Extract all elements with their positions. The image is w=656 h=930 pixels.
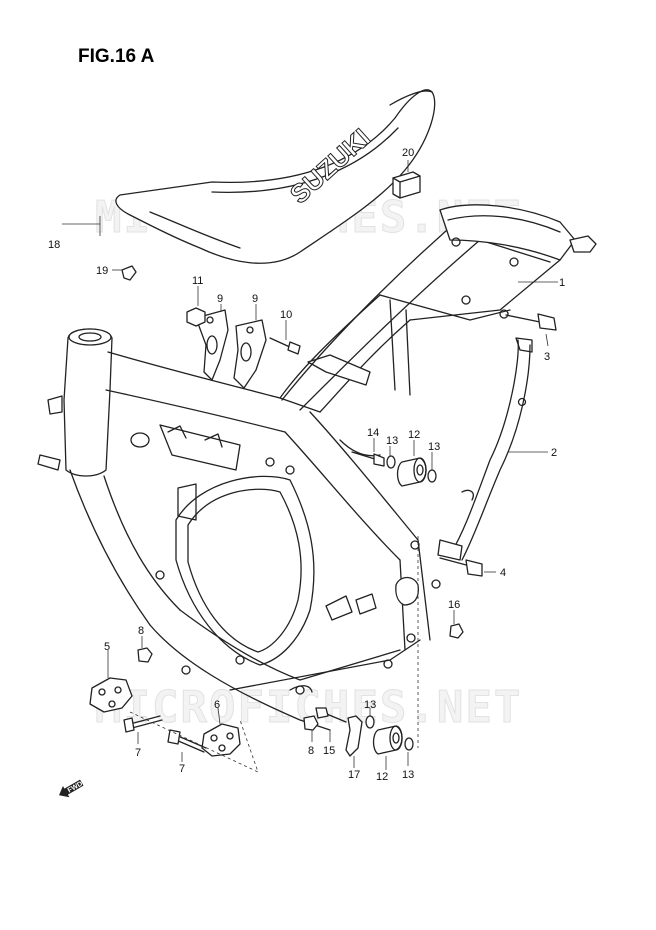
engine-mount-plate-6 <box>201 723 241 757</box>
callout-20: 20 <box>402 147 414 159</box>
fitting <box>392 171 421 199</box>
watermark-bottom: MICROFICHES.NET <box>95 682 522 733</box>
callout-7-right: 7 <box>179 763 185 775</box>
leader-lines <box>62 160 558 773</box>
clamp-17 <box>345 715 363 757</box>
callout-15: 15 <box>323 745 335 757</box>
figure-title: FIG.16 A <box>78 46 155 67</box>
callout-13-lower-right: 13 <box>402 769 414 781</box>
callout-19: 19 <box>96 265 108 277</box>
bolt-7-left <box>123 715 163 733</box>
callout-12-upper: 12 <box>408 429 420 441</box>
callout-1: 1 <box>559 277 565 289</box>
callout-18: 18 <box>48 239 60 251</box>
callout-14: 14 <box>367 427 379 439</box>
callout-6: 6 <box>214 699 220 711</box>
bolt-7-right <box>167 729 207 753</box>
callout-11: 11 <box>192 275 203 287</box>
bolt-15 <box>315 707 347 723</box>
bolt-14 <box>351 451 385 467</box>
callout-9-left: 9 <box>217 293 223 305</box>
callout-10: 10 <box>280 309 292 321</box>
callout-9-right: 9 <box>252 293 258 305</box>
callout-5: 5 <box>104 641 110 653</box>
callouts: 1 2 3 4 5 6 7 7 8 8 9 9 10 11 12 12 13 1… <box>48 147 565 783</box>
forward-arrow: FWD <box>59 779 84 798</box>
callout-16: 16 <box>448 599 460 611</box>
collar-12-lower <box>372 725 403 755</box>
callout-13-upper-left: 13 <box>386 435 398 447</box>
washer-13-upper-left <box>386 455 396 469</box>
seat-bracket-right <box>233 319 267 389</box>
callout-8-left: 8 <box>138 625 144 637</box>
main-frame <box>37 204 597 731</box>
nut-8-left <box>137 647 153 663</box>
bolt-4 <box>439 557 483 577</box>
washer-13-lower-left <box>365 715 375 729</box>
engine-mount-plate-5 <box>89 677 133 713</box>
callout-8-right: 8 <box>308 745 314 757</box>
washer-13-upper-right <box>427 469 437 483</box>
nut-11 <box>186 307 206 327</box>
callout-3: 3 <box>544 351 550 363</box>
callout-13-lower-left: 13 <box>364 699 376 711</box>
collar-12-upper <box>396 457 427 487</box>
callout-13-upper-right: 13 <box>428 441 440 453</box>
nut-8-right <box>303 715 319 731</box>
callout-4: 4 <box>500 567 506 579</box>
callout-7-left: 7 <box>135 747 141 759</box>
seat-fastener <box>121 265 137 281</box>
washer-13-lower-right <box>404 737 414 751</box>
nut-16 <box>449 623 464 639</box>
bolt-10 <box>269 337 301 355</box>
callout-17: 17 <box>348 769 360 781</box>
callout-12-lower: 12 <box>376 771 388 783</box>
bolt-3 <box>505 313 557 331</box>
seat-bracket-left <box>195 309 229 381</box>
forward-label: FWD <box>67 780 84 794</box>
rear-subframe <box>437 337 533 561</box>
callout-2: 2 <box>551 447 557 459</box>
